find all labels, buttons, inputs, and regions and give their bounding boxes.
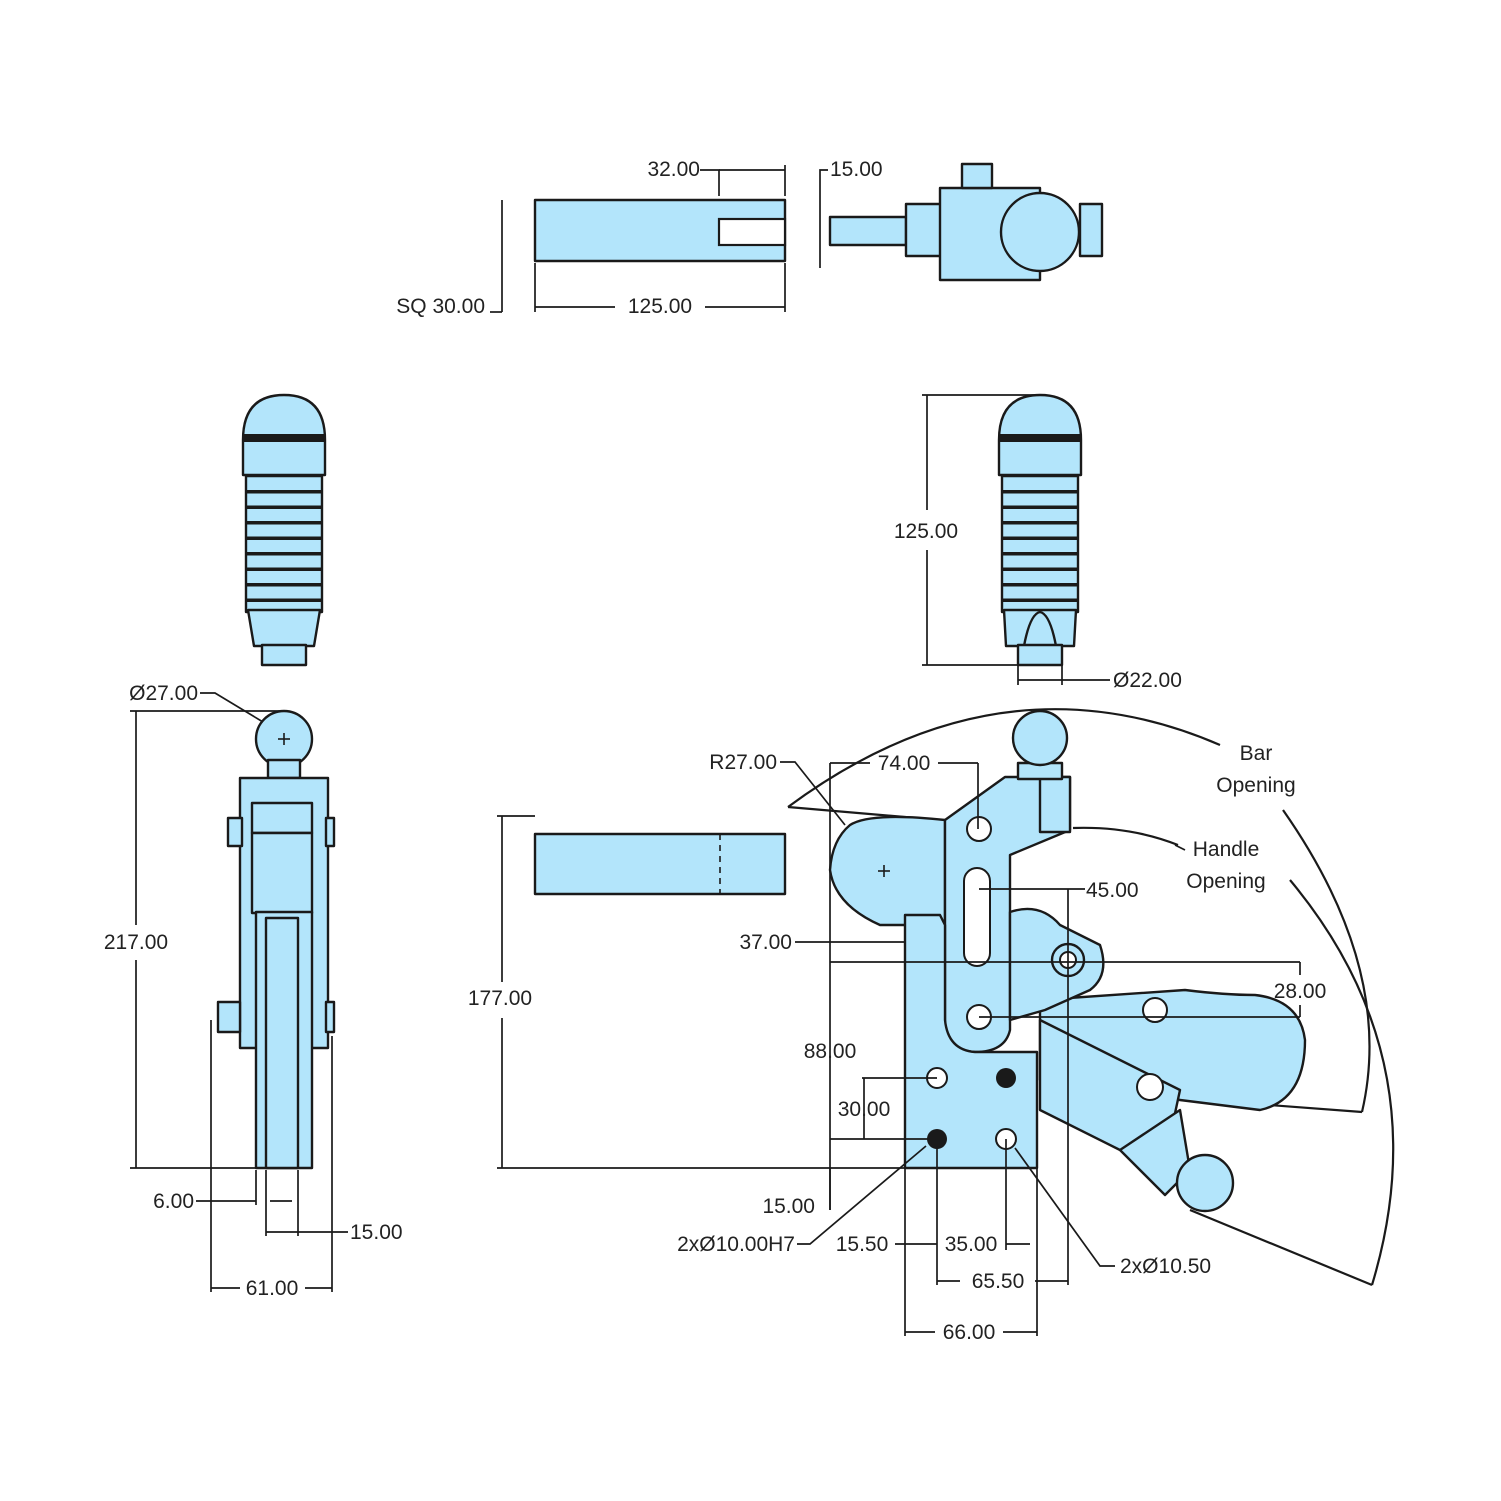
handle-label-leader bbox=[1174, 844, 1186, 851]
handle-shank bbox=[260, 643, 308, 667]
knob-top bbox=[999, 191, 1081, 273]
screw-top bbox=[960, 162, 994, 190]
dim-hole-spacing-v: 30.00 bbox=[838, 1098, 891, 1121]
handle-taper bbox=[246, 608, 322, 648]
handle-side-grip-ribs bbox=[1002, 490, 1078, 602]
dim-hole-spacing-h: 35.00 bbox=[945, 1233, 998, 1256]
grip-rib bbox=[246, 490, 322, 494]
grip-rib bbox=[246, 598, 322, 602]
dim-arm: 28.00 bbox=[1274, 980, 1327, 1003]
bar-slot bbox=[717, 217, 787, 247]
body-top-c bbox=[1078, 202, 1104, 258]
dim-pin-holes: 2xØ10.00H7 bbox=[677, 1233, 795, 1256]
dim-radius: R27.00 bbox=[709, 751, 777, 774]
dim-handle-length: 125.00 bbox=[894, 520, 958, 543]
dim-knob-leader bbox=[200, 692, 264, 723]
dim-32-leader bbox=[700, 169, 720, 196]
grip-rib bbox=[1002, 583, 1078, 587]
dim-knob-dia: Ø27.00 bbox=[129, 682, 198, 705]
side-view: R27.00 74.00 45.00 37.00 177.00 88.00 28… bbox=[468, 708, 1395, 1344]
dim-bar-length: 125.00 bbox=[628, 295, 692, 318]
dim-gap: 15.00 bbox=[830, 158, 883, 181]
dim-clearance-holes: 2xØ10.50 bbox=[1120, 1255, 1211, 1278]
end-boss-right bbox=[324, 816, 336, 848]
handle-knob-side bbox=[1011, 709, 1069, 767]
grip-rib bbox=[1002, 567, 1078, 571]
dim-15-leader bbox=[819, 169, 828, 268]
knob-neck bbox=[266, 758, 302, 780]
handle-side-grip bbox=[1000, 474, 1080, 614]
top-view: 32.00 15.00 SQ 30.00 125.00 bbox=[396, 158, 1104, 318]
dim-pin-holes-leader bbox=[797, 1145, 927, 1245]
mount-hole-tr bbox=[996, 1068, 1016, 1088]
handle-front-view bbox=[241, 393, 327, 667]
dim-hole-offset-v: 15.00 bbox=[762, 1195, 815, 1218]
label-handle-opening-2: Opening bbox=[1186, 870, 1265, 893]
dim-offset: 6.00 bbox=[153, 1190, 194, 1213]
dim-pivot-horizontal: 65.50 bbox=[972, 1270, 1025, 1293]
grip-rib bbox=[1002, 552, 1078, 556]
end-view: Ø27.00 217.00 6.00 15.00 61.00 bbox=[104, 682, 403, 1300]
dim-base-width: 61.00 bbox=[246, 1277, 299, 1300]
label-handle-opening-1: Handle bbox=[1193, 838, 1260, 861]
arm-jaw bbox=[1038, 775, 1072, 834]
dim-base-plate-width: 66.00 bbox=[943, 1321, 996, 1344]
spindle-top bbox=[828, 215, 908, 247]
end-nut-right bbox=[324, 1000, 336, 1034]
end-nut bbox=[216, 1000, 242, 1034]
label-bar-opening-1: Bar bbox=[1240, 742, 1273, 765]
grip-rib bbox=[246, 521, 322, 525]
grip-rib bbox=[246, 567, 322, 571]
dim-top-width: 74.00 bbox=[878, 752, 931, 775]
grip-rib bbox=[246, 505, 322, 509]
arm-top-hole bbox=[966, 816, 992, 842]
dim-shank-dia: Ø22.00 bbox=[1113, 669, 1182, 692]
dim-slot: 15.00 bbox=[350, 1221, 403, 1244]
open-knob bbox=[1175, 1153, 1235, 1213]
handle-grip-ribs bbox=[246, 490, 322, 602]
open-pivot-hole bbox=[1142, 997, 1168, 1023]
end-arm bbox=[264, 916, 300, 1170]
grip-rib bbox=[1002, 521, 1078, 525]
handle-opening-arc bbox=[1289, 879, 1395, 1286]
end-link-top bbox=[250, 801, 314, 835]
grip-rib bbox=[1002, 536, 1078, 540]
clamp-bar-side bbox=[533, 832, 787, 896]
label-bar-opening-2: Opening bbox=[1216, 774, 1295, 797]
dim-bar-section: SQ 30.00 bbox=[396, 295, 485, 318]
open-link-hole bbox=[1136, 1073, 1164, 1101]
handle-side-cap-band bbox=[999, 434, 1081, 442]
grip-rib bbox=[246, 536, 322, 540]
arm-slot bbox=[963, 867, 991, 967]
handle-cap-band bbox=[243, 434, 325, 442]
grip-rib bbox=[1002, 598, 1078, 602]
dim-slot-width: 32.00 bbox=[647, 158, 700, 181]
end-link-mid bbox=[250, 831, 314, 915]
handle-opening-ray bbox=[1189, 1208, 1373, 1287]
dim-pivot-height: 88.00 bbox=[804, 1040, 857, 1063]
handle-grip bbox=[244, 474, 324, 614]
dim-clearance-leader bbox=[1014, 1147, 1115, 1267]
end-boss-left bbox=[226, 816, 244, 848]
bar-opening-arc-top bbox=[787, 708, 1221, 808]
dim-pivot-offset: 45.00 bbox=[1086, 879, 1139, 902]
handle-side-shank bbox=[1016, 643, 1064, 667]
grip-rib bbox=[246, 552, 322, 556]
grip-rib bbox=[1002, 490, 1078, 494]
handle-side-view: 125.00 Ø22.00 bbox=[894, 393, 1182, 692]
handle-opening-arc-top bbox=[1072, 826, 1179, 847]
dim-lower-offset: 37.00 bbox=[739, 931, 792, 954]
dim-radius-leader bbox=[780, 761, 846, 826]
dim-overall-height: 217.00 bbox=[104, 931, 168, 954]
dim-hole-offset-h: 15.50 bbox=[836, 1233, 889, 1256]
handle-side-notch bbox=[1022, 610, 1058, 648]
dim-bar-height: 177.00 bbox=[468, 987, 532, 1010]
base-plate bbox=[903, 913, 1039, 1170]
grip-rib bbox=[1002, 505, 1078, 509]
grip-rib bbox=[246, 583, 322, 587]
bar-opening-arc-mid bbox=[1282, 809, 1371, 1113]
